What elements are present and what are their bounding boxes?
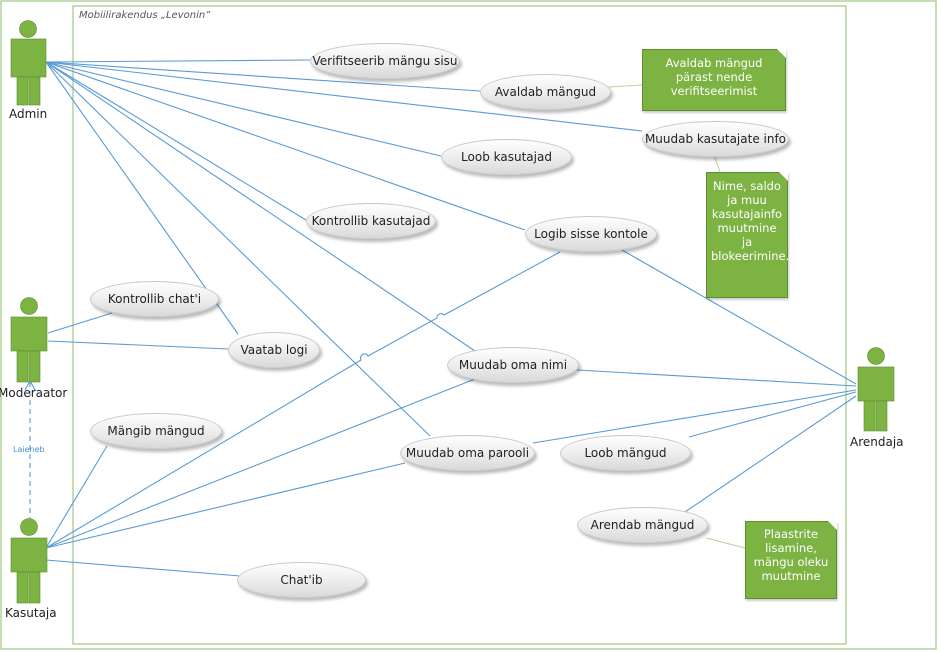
extends-label: Laieneb	[13, 445, 45, 454]
assoc-arendaja-loob-mangud	[688, 391, 857, 438]
use-case-vaatab-logi[interactable]: Vaatab logi	[228, 332, 320, 368]
use-case-logib[interactable]: Logib sisse kontole	[525, 216, 657, 252]
assoc-kasutaja-logib	[45, 251, 561, 549]
use-case-muudab-nimi[interactable]: Muudab oma nimi	[447, 347, 579, 383]
note-anchors	[608, 84, 746, 549]
assoc-admin-muudab-nimi	[45, 61, 476, 352]
use-case-muudab-parooli[interactable]: Muudab oma parooli	[400, 435, 535, 471]
actor-moderaator-figure	[10, 297, 48, 383]
anchor-arendab-note	[705, 537, 746, 549]
assoc-admin-kontrollib-kasutajad	[45, 61, 307, 221]
note-kasutajainfo: Nime, saldo ja muu kasutajainfo muutmine…	[706, 172, 789, 298]
use-case-avaldab[interactable]: Avaldab mängud	[480, 74, 611, 110]
assoc-kasutaja-chatib	[45, 559, 241, 577]
assoc-admin-verifitseerib	[45, 59, 311, 63]
actor-kasutaja-figure	[10, 518, 48, 604]
note-avaldab: Avaldab mängud pärast nende verifitseeri…	[642, 49, 786, 111]
assoc-arendaja-logib	[621, 249, 857, 385]
use-case-muudab-info[interactable]: Muudab kasutajate info	[642, 121, 789, 157]
associations	[45, 59, 857, 577]
assoc-arendaja-muudab-nimi	[576, 369, 857, 387]
assoc-kasutaja-muudab-nimi	[45, 378, 476, 549]
assoc-admin-muudab-info	[45, 61, 643, 132]
anchor-avaldab-note	[608, 84, 643, 88]
use-case-verifitseerib[interactable]: Verifitseerib mängu sisu	[310, 43, 460, 79]
actor-kasutaja-label: Kasutaja	[5, 606, 57, 620]
actor-arendaja-label: Arendaja	[850, 435, 904, 449]
use-case-loob-mangud[interactable]: Loob mängud	[560, 435, 691, 471]
use-case-loob-kasutajad[interactable]: Loob kasutajad	[441, 139, 572, 175]
system-boundary-title: Mobiilirakendus „Levonin”	[79, 10, 211, 21]
actor-moderaator-label: Moderaator	[0, 386, 68, 400]
assoc-arendaja-arendab	[684, 395, 857, 513]
use-case-chatib[interactable]: Chat'ib	[237, 562, 366, 598]
assoc-arendaja-muudab-parooli	[532, 389, 857, 444]
actor-admin-figure	[10, 20, 47, 106]
assoc-moderaator-vaatab-logi	[47, 340, 229, 350]
assoc-kasutaja-mangib	[45, 445, 108, 549]
assoc-admin-avaldab	[45, 61, 481, 92]
actor-admin-label: Admin	[9, 107, 48, 121]
note-arendab: Plaastrite lisamine, mängu oleku muutmin…	[745, 521, 837, 599]
use-case-kontrollib-chat[interactable]: Kontrollib chat'i	[90, 281, 219, 317]
anchor-info-note	[713, 154, 721, 173]
assoc-admin-muudab-parooli	[45, 61, 431, 437]
assoc-kasutaja-muudab-parooli	[45, 462, 406, 549]
use-case-mangib[interactable]: Mängib mängud	[90, 413, 222, 449]
use-case-kontrollib-kasutajad[interactable]: Kontrollib kasutajad	[306, 203, 436, 239]
assoc-admin-logib	[45, 61, 526, 231]
assoc-moderaator-kontrollib-chat	[47, 312, 113, 334]
actor-arendaja-figure	[857, 347, 895, 432]
use-case-arendab[interactable]: Arendab mängud	[577, 507, 708, 543]
assoc-admin-loob-kasutajad	[45, 61, 442, 157]
